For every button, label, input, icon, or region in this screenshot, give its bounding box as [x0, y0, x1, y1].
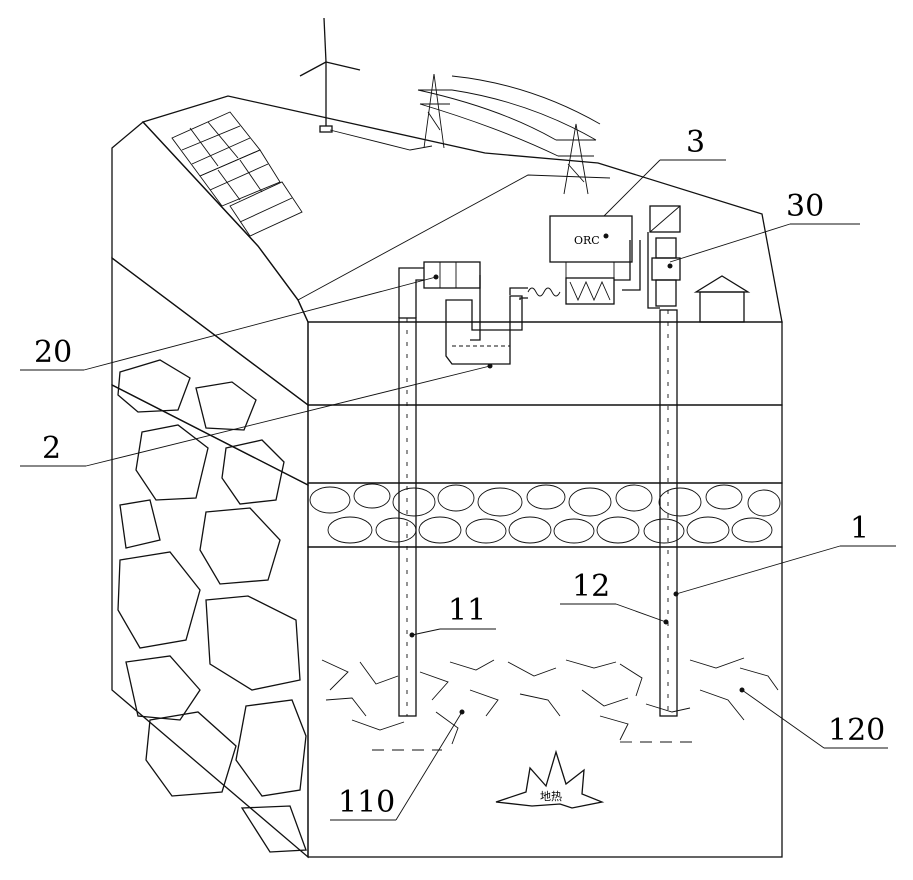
injection-well-11 [399, 318, 416, 716]
house [696, 276, 748, 322]
production-pump-30 [650, 206, 680, 306]
surface-piping [399, 232, 660, 340]
orc-label: ORC [574, 234, 600, 247]
geothermal-source: 地热 [496, 752, 602, 808]
ref-label-120: 120 [828, 713, 885, 748]
cobble-layer [310, 484, 780, 543]
ref-label-20: 20 [34, 335, 72, 370]
production-well-12 [660, 310, 677, 716]
ref-label-11: 11 [448, 593, 486, 628]
tank-2 [446, 296, 522, 369]
ref-label-2: 2 [42, 431, 61, 466]
pump-20 [424, 262, 480, 288]
ref-label-30: 30 [786, 189, 824, 224]
ref-label-3: 3 [686, 125, 705, 160]
wind-turbine [300, 18, 360, 132]
heat-exchanger [528, 278, 614, 304]
left-face-rocks [118, 360, 306, 852]
ref-label-1: 1 [850, 511, 869, 546]
front-strata-block [308, 322, 782, 857]
ref-label-12: 12 [572, 569, 610, 604]
geothermal-label: 地热 [540, 790, 562, 803]
fracture-zone [322, 658, 778, 750]
ref-label-110: 110 [338, 785, 395, 820]
orc-unit-3: ORC [550, 216, 632, 278]
